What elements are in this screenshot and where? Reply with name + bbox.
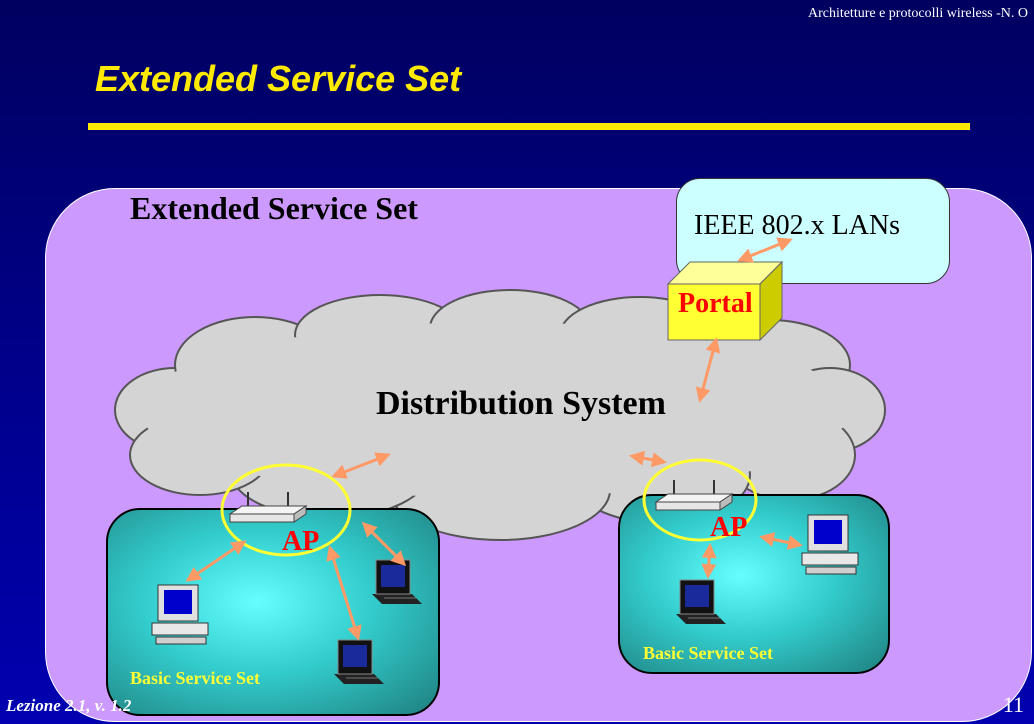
ap-right-laptop-arrow (701, 543, 717, 579)
ap-left-desktop-arrow (185, 540, 247, 582)
distribution-system-label: Distribution System (376, 385, 666, 422)
header-note: Architetture e protocolli wireless -N. O (807, 6, 1028, 21)
footer-lecture-label: Lezione 2.1, v. 1.2 (6, 696, 132, 715)
ds-ap-left-arrow (331, 452, 391, 479)
bss-right-label: Basic Service Set (643, 643, 773, 663)
portal-ds-arrow (695, 337, 721, 403)
ap-left-label: AP (282, 526, 320, 557)
ap-left-laptop2-arrow (326, 545, 362, 641)
access-point-right-icon (655, 479, 733, 511)
ess-label: Extended Service Set (130, 190, 418, 226)
slide-title: Extended Service Set (95, 58, 462, 99)
access-point-left-icon (229, 491, 307, 523)
title-rule (88, 123, 970, 130)
desktop-right-icon (801, 514, 859, 575)
portal-label: Portal (678, 288, 753, 319)
laptop-left-1-icon (371, 559, 423, 605)
bss-left-label: Basic Service Set (130, 668, 260, 688)
ds-ap-right-arrow (629, 450, 667, 468)
lan-portal-arrow (737, 237, 793, 263)
lan-label: IEEE 802.x LANs (694, 210, 901, 241)
ap-left-coverage (220, 463, 352, 557)
ap-right-desktop-arrow (759, 532, 803, 550)
ap-left-laptop1-arrow (361, 521, 407, 567)
page-number: 11 (1002, 692, 1024, 717)
ap-right-label: AP (710, 512, 748, 543)
laptop-right-icon (675, 579, 727, 625)
ap-right-coverage (642, 458, 758, 542)
desktop-left-icon (151, 584, 209, 645)
laptop-left-2-icon (333, 639, 385, 685)
